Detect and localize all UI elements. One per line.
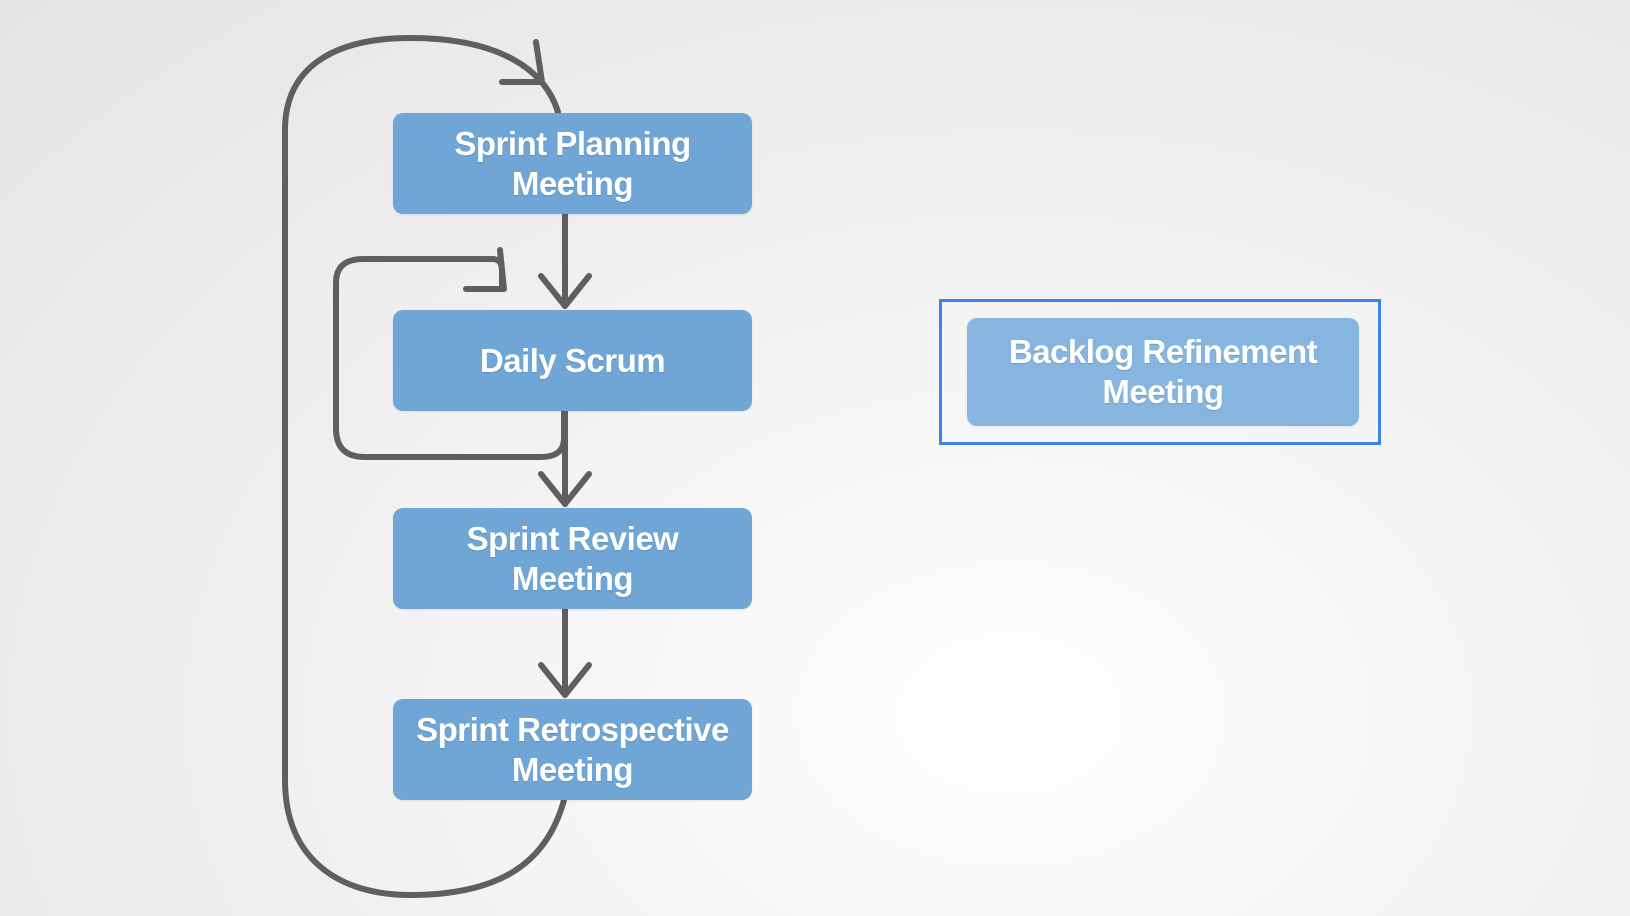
sprint-planning-meeting-box: Sprint Planning Meeting [393, 113, 752, 214]
sprint-cycle-loop-arrowhead [499, 39, 545, 85]
daily-loop-arrowhead [463, 247, 507, 292]
arrowhead-planning-to-daily [538, 273, 592, 309]
sprint-review-meeting-box: Sprint Review Meeting [393, 508, 752, 609]
arrowhead-review-to-retro [538, 662, 592, 698]
arrowhead-daily-to-review [538, 471, 592, 507]
daily-loop-arrow [333, 256, 567, 460]
selection-frame [939, 299, 1381, 445]
sprint-retrospective-meeting-box: Sprint Retrospective Meeting [393, 699, 752, 800]
daily-scrum-box: Daily Scrum [393, 310, 752, 411]
sprint-cycle-loop-arrow [282, 35, 567, 898]
backlog-refinement-meeting-box[interactable]: Backlog Refinement Meeting [967, 318, 1359, 426]
